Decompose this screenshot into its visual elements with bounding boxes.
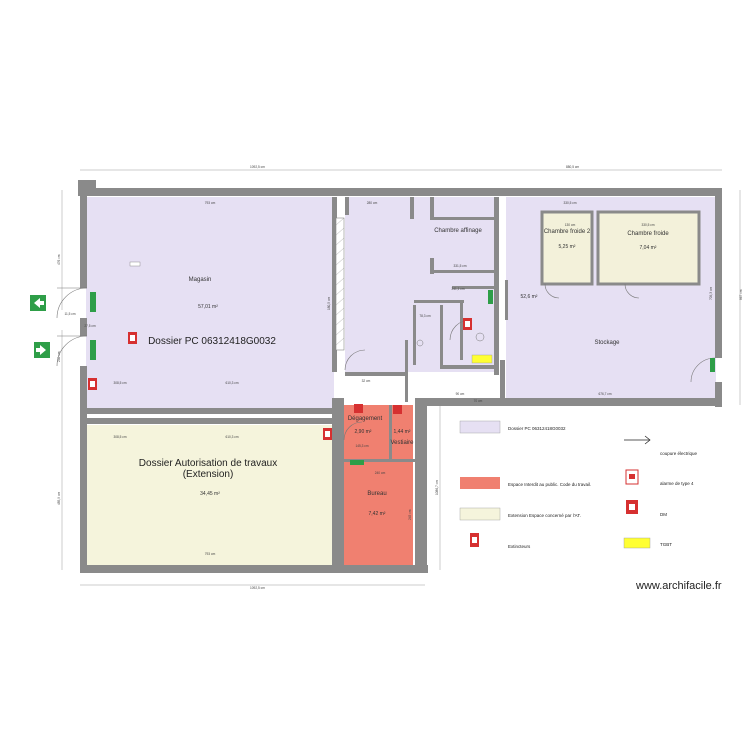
- dim-wall-b: 11,5 cm: [64, 312, 75, 316]
- room-label-vestiaire: Vestiaire: [390, 440, 414, 446]
- dim-ext-right: 1086,7 cm: [435, 480, 439, 495]
- tgbt-box: [471, 354, 493, 364]
- legend-label-extension: Extension Espace concerné par l'AT.: [508, 513, 581, 518]
- legend-label-extincteurs: Extincteurs: [508, 544, 531, 549]
- dimension-lines: [61, 169, 741, 586]
- dim-left-mid: 240 cm: [57, 351, 61, 362]
- walls: [78, 180, 722, 573]
- dim-bottom: 1092,5 cm: [250, 586, 265, 590]
- legend-label-tgbt: TGBT: [660, 542, 672, 547]
- legend-coupure-icon: [624, 435, 651, 445]
- dim-small5: 280 cm: [367, 201, 378, 205]
- dim-wall-c: 27,5 cm: [84, 324, 96, 328]
- dim-degagement-width: 145,3 cm: [355, 444, 368, 448]
- hatched-partition: [335, 217, 345, 351]
- dim-bureau-width: 240 cm: [375, 471, 386, 475]
- room-label-magasin: Magasin: [189, 277, 212, 283]
- exit-sign-wall-1: [90, 292, 96, 312]
- dim-cf2-width: 130 cm: [565, 223, 576, 227]
- dossier-pc-label: Dossier PC 06312418G0032: [148, 336, 276, 347]
- room-chambre-affinage: [345, 197, 498, 372]
- extinguisher-icon: [354, 404, 363, 413]
- room-label-cf2: Chambre froide 2: [544, 229, 591, 235]
- exit-sign-wall-4: [710, 358, 715, 372]
- dim-top-right: 880,5 cm: [566, 165, 579, 169]
- legend-label-coupure: coupure électrique: [660, 451, 698, 456]
- dim-stock-width: 676,7 cm: [598, 392, 611, 396]
- sink-symbol: [416, 339, 424, 347]
- room-vestiaire: [392, 405, 413, 459]
- extinguisher-icon: [88, 378, 97, 390]
- room-label-stockage: Stockage: [594, 340, 620, 346]
- fixture-symbol: [129, 261, 141, 267]
- extinguisher-icon: [128, 332, 137, 344]
- exit-sign-bottom: [34, 342, 50, 358]
- legend-extinguisher-icon: [470, 533, 479, 547]
- legend-alarme-icon: [625, 469, 639, 485]
- dim-right-lower: 709,3 cm: [709, 287, 713, 300]
- dim-bur-h: 245 cm: [408, 509, 412, 520]
- dim-right-side: 867 cm: [739, 289, 743, 300]
- room-area-cf: 7,04 m²: [640, 245, 657, 251]
- dim-shop-width: 793 cm: [205, 201, 216, 205]
- room-magasin: [86, 197, 334, 409]
- dim-ext-left-seg: 308,5 cm: [113, 435, 126, 439]
- dossier-at-label-1: Dossier Autorisation de travaux: [139, 458, 277, 469]
- dossier-at-label-2: (Extension): [183, 469, 234, 480]
- extinguisher-icon: [463, 318, 472, 330]
- room-chambre-froide: [596, 210, 701, 286]
- dim-wall-a: 32 cm: [362, 379, 371, 383]
- dim-small2: 90 cm: [456, 392, 465, 396]
- legend-swatch-pc: [459, 420, 501, 434]
- legend: Dossier PC 06312418G0032 Espace Interdit…: [459, 420, 698, 549]
- room-label-cf: Chambre froide: [627, 231, 669, 237]
- room-chambre-froide-2: [540, 210, 594, 286]
- legend-swatch-forbidden: [460, 477, 500, 489]
- exit-sign-wall-5: [350, 460, 364, 465]
- dim-ext-width: 793 cm: [205, 552, 216, 556]
- legend-label-pc: Dossier PC 06312418G0032: [508, 426, 566, 431]
- extinguisher-icon: [323, 428, 332, 440]
- dim-small3: 78,3 cm: [419, 314, 431, 318]
- room-area-bureau: 7,42 m²: [369, 511, 386, 517]
- room-bureau: [344, 462, 413, 565]
- dim-ext-left: 485,9 cm: [57, 492, 61, 505]
- wc-symbol: [475, 332, 485, 342]
- dim-store-mid: 610,3 cm: [225, 381, 238, 385]
- legend-label-forbidden: Espace Interdit au public. Code du trava…: [508, 482, 591, 487]
- room-label-bureau: Bureau: [367, 491, 386, 497]
- room-area-extension: 34,45 m²: [200, 491, 220, 497]
- room-extension: [86, 425, 334, 567]
- dim-left-top: 476 cm: [57, 254, 61, 265]
- legend-label-dm: DM: [660, 512, 667, 517]
- watermark-text: www.archifacile.fr: [635, 580, 722, 592]
- room-area-degagement: 2,90 m²: [355, 429, 372, 435]
- extinguisher-icon: [393, 405, 402, 414]
- hatch-lines: [335, 217, 345, 346]
- legend-dm-icon: [626, 500, 638, 514]
- dim-affinage-width: 331,5 cm: [453, 264, 466, 268]
- room-label-affinage: Chambre affinage: [434, 228, 482, 234]
- room-area-magasin: 57,01 m²: [198, 304, 218, 310]
- dim-small4: 241,1 cm: [451, 287, 464, 291]
- dim-cf-inner-width: 330,5 cm: [641, 223, 654, 227]
- dim-mag-h: 180,5 cm: [327, 297, 331, 310]
- exit-sign-wall-2: [90, 340, 96, 360]
- dim-cf-width: 330,5 cm: [563, 201, 576, 205]
- legend-tgbt-swatch: [623, 537, 651, 549]
- room-area-stockage: 52,6 m²: [521, 294, 538, 300]
- dim-store-left: 308,5 cm: [113, 381, 126, 385]
- dim-top-left: 1092,5 cm: [250, 165, 265, 169]
- dim-ext-mid-seg: 610,3 cm: [225, 435, 238, 439]
- exit-sign-wall-3: [488, 290, 493, 304]
- room-area-vestiaire: 1,44 m²: [394, 429, 411, 435]
- room-degagement: [344, 405, 389, 459]
- legend-swatch-extension: [459, 507, 501, 521]
- dim-small1: 70 cm: [474, 399, 483, 403]
- legend-label-alarme: alarme de type 4: [660, 481, 694, 486]
- room-label-degagement: Dégagement: [348, 416, 383, 422]
- room-area-cf2: 5,25 m²: [559, 244, 576, 250]
- exit-sign-top: [30, 295, 46, 311]
